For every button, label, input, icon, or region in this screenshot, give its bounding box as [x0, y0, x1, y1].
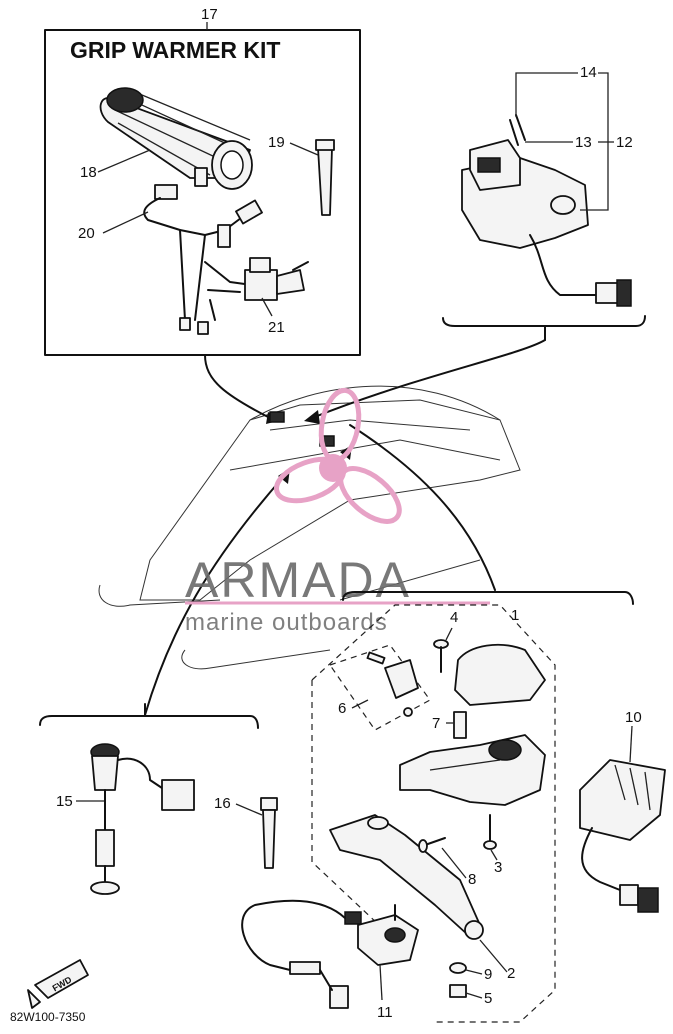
callout-21: 21 — [268, 319, 285, 336]
watermark-tagline: marine outboards — [185, 609, 388, 636]
propeller-logo — [274, 387, 402, 524]
tie-band-part-16 — [260, 797, 278, 869]
screw-part-4 — [433, 639, 449, 673]
callout-13: 13 — [575, 134, 592, 151]
armada-watermark: ARMADA marine outboards — [185, 387, 490, 636]
callout-14: 14 — [580, 64, 597, 81]
callout-10: 10 — [625, 709, 642, 726]
sensor-part-11 — [241, 899, 419, 1009]
bolt-part-3 — [483, 814, 497, 850]
heater-switch-group-15 — [39, 703, 259, 895]
callout-15: 15 — [56, 793, 73, 810]
callout-6: 6 — [338, 700, 346, 717]
callout-2: 2 — [507, 965, 515, 982]
tie-band-part-19 — [315, 139, 335, 216]
module-part-10 — [579, 759, 666, 913]
switch-housing — [461, 114, 632, 307]
callout-11: 11 — [377, 1004, 393, 1021]
callout-5: 5 — [484, 990, 492, 1007]
switch-assembly-group-12: 14 13 12 — [442, 64, 646, 341]
lever-part-2 — [329, 814, 484, 940]
callout-20: 20 — [78, 225, 95, 242]
callout-1: 1 — [511, 607, 519, 624]
block-part-6 — [329, 644, 431, 731]
callout-9: 9 — [484, 966, 492, 983]
leader-arrows — [144, 339, 546, 716]
callout-4: 4 — [450, 609, 458, 626]
grip-warmer-kit-panel: GRIP WARMER KIT 17 18 19 — [44, 6, 361, 356]
callout-7: 7 — [432, 715, 440, 732]
kit-title: GRIP WARMER KIT — [70, 37, 280, 63]
callout-16: 16 — [214, 795, 231, 812]
screw-part-8 — [418, 837, 446, 853]
diagram-code: 82W100-7350 — [10, 1010, 86, 1024]
callout-18: 18 — [80, 164, 97, 181]
lever-assembly-group-1: 1 4 6 7 — [241, 591, 634, 1023]
callout-17: 17 — [201, 6, 218, 23]
switch-part-21 — [204, 257, 309, 321]
watermark-brand: ARMADA — [185, 552, 411, 608]
callout-12: 12 — [616, 134, 633, 151]
callout-3: 3 — [494, 859, 502, 876]
callout-8: 8 — [468, 871, 476, 888]
callout-19: 19 — [268, 134, 285, 151]
wire-harness-part-20 — [143, 184, 263, 335]
forward-arrow-icon: FWD — [27, 959, 89, 1009]
snowmobile-outline — [98, 385, 521, 670]
grip-warmer-part-18 — [99, 87, 253, 190]
